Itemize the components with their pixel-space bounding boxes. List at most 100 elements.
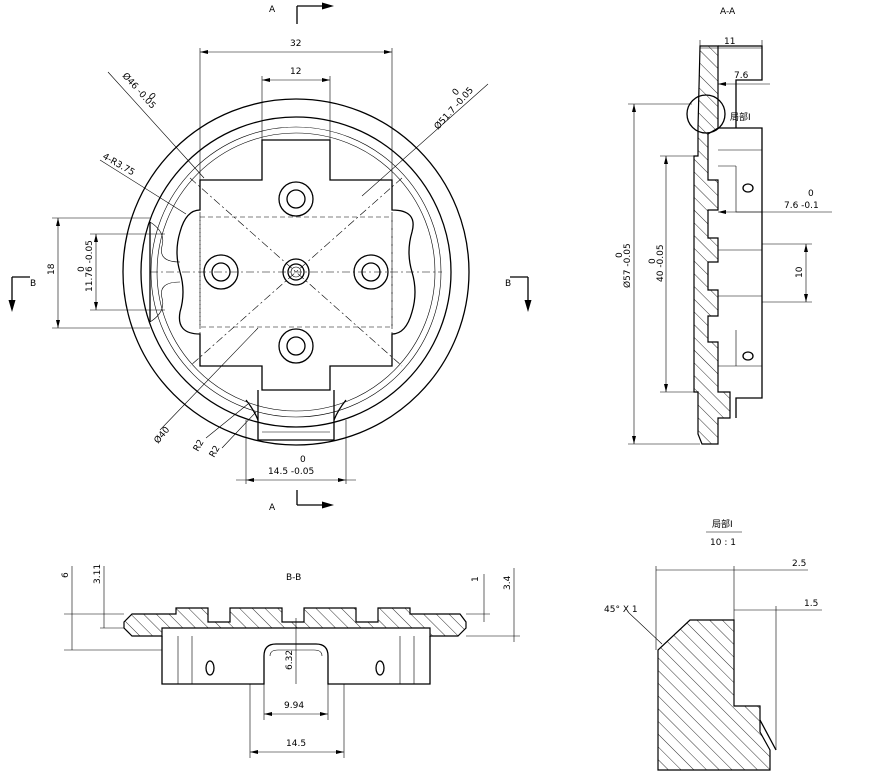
detail-edge: [759, 719, 777, 751]
section-b-left-arrow-icon: [8, 300, 16, 312]
dim-1-text: 1: [471, 576, 481, 582]
dim-994-text: 9.94: [284, 701, 304, 711]
dim-r375-leader: [99, 159, 187, 215]
section-aa-view: A-A 局部I 11 7.6 0 Ø57 -0.05: [615, 7, 832, 445]
centerline-diag-1: [189, 177, 403, 367]
central-pocket: [176, 139, 416, 391]
detail-view: 局部I 10 : 1 2.5 1.5 45° X 1: [604, 518, 822, 771]
dim-40-upper: 0: [648, 258, 658, 264]
dim-994-arrow-right-icon: [320, 712, 328, 716]
dim-r2a-leader: [205, 403, 249, 439]
dim-40-arrow-bottom-icon: [664, 384, 668, 392]
detail-title: 局部I: [712, 518, 733, 530]
dim-25-text: 2.5: [792, 559, 806, 569]
section-b-right-label: B: [505, 279, 511, 289]
hole-bottom: [278, 328, 314, 364]
dim-145-arrow-left-icon: [246, 478, 254, 482]
section-bb-hole-right: [375, 660, 385, 676]
dim-145b-text: 14.5: [286, 739, 306, 749]
dim-18-arrow-bottom-icon: [56, 320, 60, 328]
dim-145-arrow-right-icon: [338, 478, 346, 482]
dim-311-text: 3.11: [93, 564, 103, 584]
dim-d51-leader: [361, 83, 489, 197]
dim-12-arrow-left-icon: [262, 78, 270, 82]
dim-145-text: 14.5 -0.05: [268, 467, 314, 477]
detail-callout-circle: [686, 94, 726, 134]
circle-d51-7: [140, 116, 452, 428]
dim-d51-upper: 0: [451, 87, 462, 98]
dim-76-text: 7.6: [734, 71, 749, 81]
dim-34-text: 3.4: [503, 575, 513, 590]
hole-center: [282, 258, 310, 286]
dim-d46-upper: 0: [146, 91, 157, 102]
section-aa-hole-bottom: [742, 351, 754, 361]
dim-d40-text: Ø40: [152, 424, 173, 445]
dim-32-arrow-left-icon: [200, 50, 208, 54]
dim-76-arrow-icon: [718, 82, 726, 86]
dim-d46-leader: [107, 71, 205, 179]
dim-d57-arrow-bottom-icon: [632, 436, 636, 444]
dim-1176-arrow-bottom-icon: [94, 302, 98, 310]
dim-632-text: 6.32: [285, 650, 295, 670]
dim-10-text: 10: [795, 266, 805, 278]
dim-d40-leader: [159, 327, 259, 431]
dim-145b-arrow-right-icon: [336, 750, 344, 754]
dim-10-arrow-bottom-icon: [804, 294, 808, 302]
dim-32-arrow-right-icon: [384, 50, 392, 54]
dim-r2b-leader: [221, 411, 257, 449]
dim-d57-text: Ø57 -0.05: [622, 243, 633, 288]
section-aa-hatched-body: [693, 45, 731, 445]
dim-40-arrow-top-icon: [664, 156, 668, 164]
dim-r2a-text: R2: [192, 438, 207, 453]
dim-r375-text: 4-R3.75: [101, 152, 137, 178]
section-bb-hole-left: [205, 660, 215, 676]
dim-1176-text: 11.76 -0.05: [85, 240, 95, 292]
dim-1176-arrow-top-icon: [94, 234, 98, 242]
chamfer-text: 45° X 1: [604, 605, 638, 615]
dim-10-arrow-top-icon: [804, 244, 808, 252]
dim-76b-upper: 0: [808, 189, 814, 199]
dim-18-text: 18: [47, 263, 57, 275]
bottom-slot: [257, 390, 335, 441]
dim-15-text: 1.5: [804, 599, 818, 609]
section-aa-title: A-A: [720, 7, 736, 17]
slot-fillet-right: [333, 399, 347, 421]
detail-hatched-section: [657, 619, 771, 771]
section-aa-outline: [718, 45, 763, 418]
slot-fillet-left: [245, 399, 259, 421]
detail-callout-text: 局部I: [730, 111, 751, 123]
dim-12-arrow-right-icon: [322, 78, 330, 82]
section-bb-lower-lines: [177, 636, 415, 684]
dim-76b-text: 7.6 -0.1: [784, 201, 819, 211]
section-a-bottom-label: A: [269, 503, 276, 513]
top-view: A A B B: [8, 2, 532, 513]
dim-r2b-text: R2: [208, 444, 223, 459]
centerline-diag-2: [189, 177, 403, 367]
section-b-left-label: B: [30, 279, 36, 289]
dim-11-text: 11: [724, 37, 735, 47]
dim-1176-upper: 0: [77, 266, 87, 272]
dim-994-arrow-left-icon: [264, 712, 272, 716]
outer-circle-d57: [122, 98, 470, 446]
hole-top: [278, 181, 314, 217]
dim-145-upper: 0: [300, 455, 306, 465]
dim-6-text: 6: [61, 572, 71, 578]
section-bb-title: B-B: [286, 573, 301, 583]
left-slot-profile: [149, 221, 181, 323]
section-a-bottom-arrow-icon: [322, 501, 334, 509]
section-bb-hatched-plate: [123, 607, 467, 637]
detail-scale: 10 : 1: [710, 538, 736, 548]
section-aa-hole-top: [742, 183, 754, 193]
dim-40-text: 40 -0.05: [656, 244, 666, 282]
section-b-right-arrow-icon: [524, 300, 532, 312]
dim-12-text: 12: [290, 67, 301, 77]
dim-d57-upper: 0: [615, 252, 625, 258]
hole-left: [203, 254, 239, 290]
chamfer-leader: [627, 611, 663, 645]
section-a-top-label: A: [269, 5, 276, 15]
section-aa-inner-lines: [718, 149, 762, 367]
dim-76b-arrow-icon: [718, 210, 726, 214]
section-a-top-arrow-icon: [322, 2, 334, 10]
hole-right: [353, 254, 389, 290]
